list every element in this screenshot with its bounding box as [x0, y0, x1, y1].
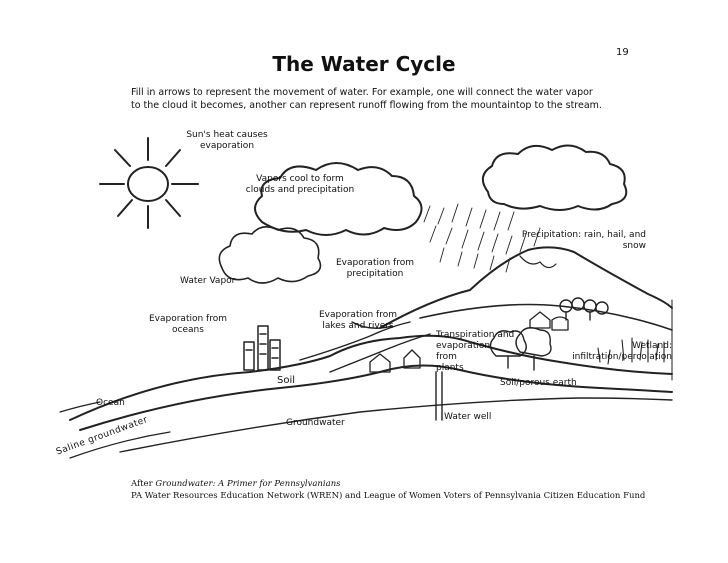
- label-groundwater: Groundwater: [286, 418, 345, 428]
- label-water-vapor: Water Vapor: [180, 276, 236, 286]
- river: [79, 364, 673, 431]
- lake: [351, 321, 393, 329]
- rain-icon: [423, 203, 541, 273]
- credit-line-1: After Groundwater: A Primer for Pennsylv…: [131, 479, 341, 489]
- wetland-reeds-icon: [597, 337, 665, 365]
- label-water-well: Water well: [444, 412, 492, 422]
- instructions: Fill in arrows to represent the movement…: [131, 86, 631, 112]
- trees-icon: [489, 297, 609, 371]
- label-evap-lakes: Evaporation from lakes and rivers: [318, 310, 397, 331]
- page-number: 19: [616, 47, 629, 58]
- mountain: [379, 246, 673, 329]
- label-wetland: Wetland: infiltration/percolation: [572, 341, 672, 362]
- houses-icon: [369, 349, 421, 373]
- page-title: The Water Cycle: [272, 52, 456, 76]
- label-soil-porous: Soil/porous earth: [500, 378, 577, 388]
- credit-line-2: PA Water Resources Education Network (WR…: [131, 491, 646, 501]
- label-precipitation: Precipitation: rain, hail, and snow: [521, 230, 646, 251]
- label-evap-oceans: Evaporation from oceans: [148, 314, 227, 335]
- vapor-cloud-icon: [218, 226, 322, 284]
- instructions-line-1: Fill in arrows to represent the movement…: [131, 87, 593, 98]
- ground-surface: [69, 334, 673, 421]
- instructions-line-2: to the cloud it becomes, another can rep…: [131, 100, 602, 111]
- label-ocean: Ocean: [96, 398, 125, 408]
- city-buildings-icon: [243, 325, 281, 371]
- credit: After Groundwater: A Primer for Pennsylv…: [131, 478, 645, 502]
- label-vapors-cool: Vapors cool to form clouds and precipita…: [245, 174, 355, 195]
- label-soil: Soil: [277, 375, 296, 386]
- cloud-icon: [481, 144, 628, 211]
- sun-icon: [99, 137, 199, 229]
- water-well-icon: [435, 371, 443, 421]
- label-sun-heat: Sun's heat causes evaporation: [186, 130, 268, 151]
- label-evap-precipitation: Evaporation from precipitation: [335, 258, 414, 279]
- rain-cloud-icon: [254, 162, 423, 236]
- label-transpiration: Transpiration and evaporation from plant…: [436, 330, 515, 373]
